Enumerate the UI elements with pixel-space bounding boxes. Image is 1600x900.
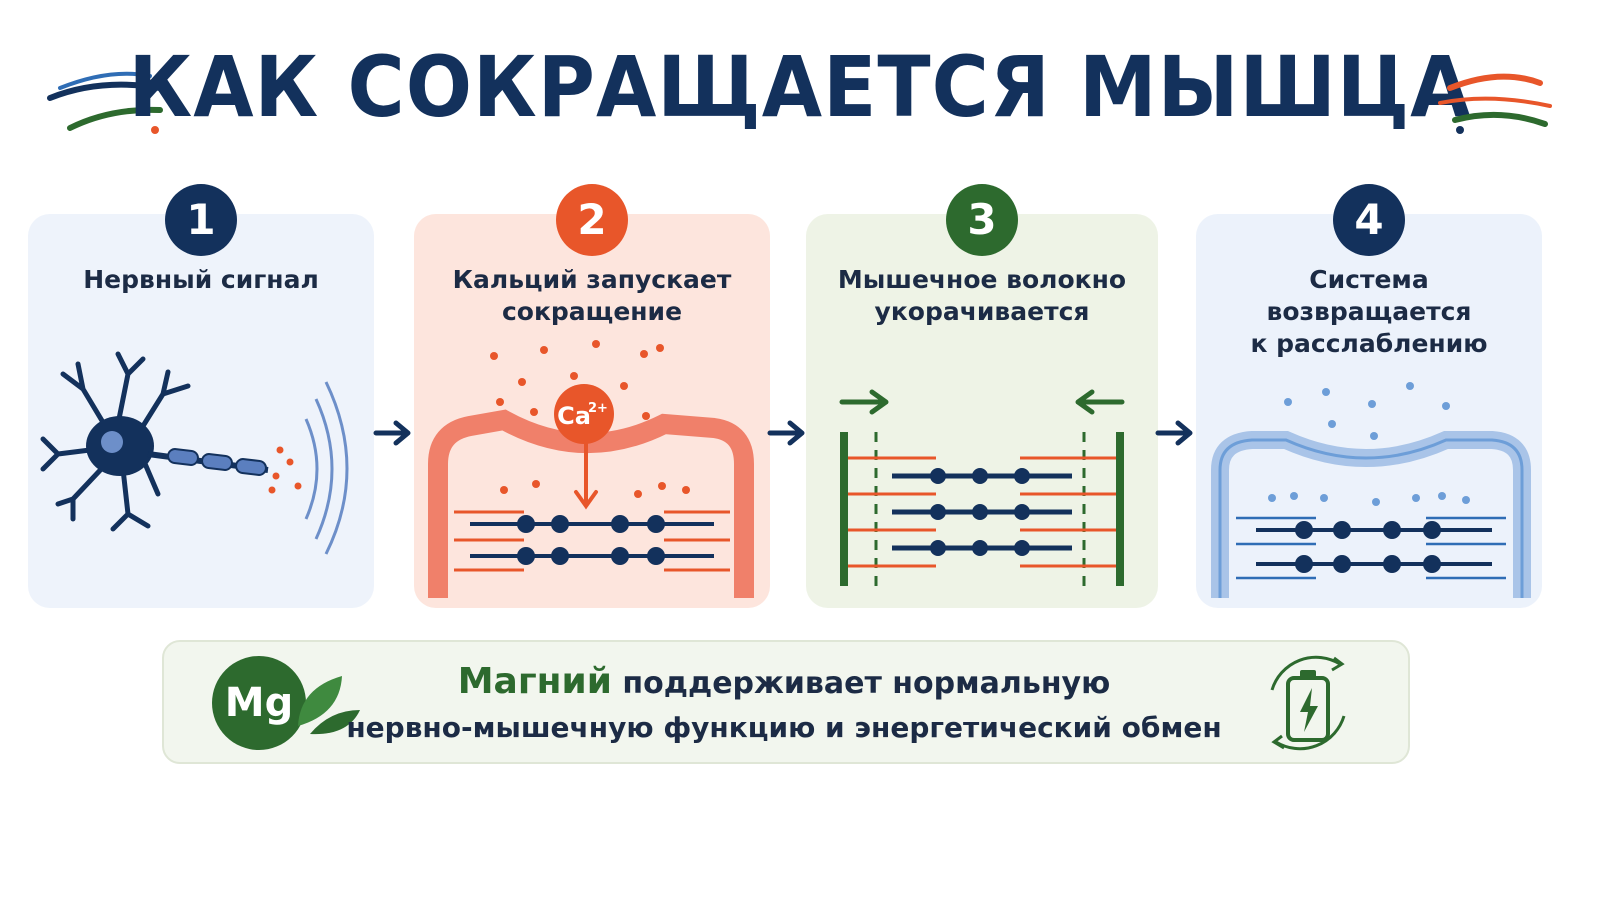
footer-line-1: поддерживает нормальную	[611, 666, 1111, 701]
step-2-badge: 2	[556, 184, 628, 256]
arrow-right-icon	[839, 389, 889, 415]
step-3-panel: 3 Мышечное волокно укорачивается	[806, 184, 1158, 608]
magnesium-statement: Магний поддерживает нормальную нервно-мы…	[334, 660, 1234, 750]
calcium-ion-icon	[554, 384, 614, 444]
relaxation-illustration	[1211, 382, 1531, 598]
step-1-title: Нервный сигнал	[83, 265, 319, 294]
step-4-badge: 4	[1333, 184, 1405, 256]
step-3-title: Мышечное волокно укорачивается	[837, 265, 1127, 326]
step-1-badge: 1	[165, 184, 237, 256]
arrow-left-icon	[1075, 389, 1125, 415]
step-2-title: Кальций запускает сокращение	[452, 265, 732, 326]
leaf-icon	[298, 676, 360, 735]
step-4-panel: 4 Система возвращается к расслаблению	[1196, 184, 1542, 608]
magnesium-badge: Mg	[212, 656, 306, 750]
calcium-charge: 2+	[588, 401, 608, 416]
footer-line-2: нервно-мышечную функцию и энергетический…	[346, 711, 1222, 744]
arrow-right-icon	[373, 420, 411, 446]
magnesium-info-box: Mg Магний поддерживает нормальную нервно…	[162, 640, 1410, 764]
calcium-label: Ca	[557, 402, 591, 430]
step-2-panel: 2 Кальций запускает сокращение Ca 2+	[414, 184, 770, 608]
sarcomere-contraction-illustration	[839, 389, 1125, 586]
arrow-right-icon	[767, 420, 805, 446]
step-4-title: Система возвращается к расслаблению	[1250, 265, 1488, 358]
right-flourish-icon	[1438, 73, 1552, 134]
step-1-panel: 1 Нервный сигнал	[28, 184, 374, 608]
left-flourish-icon	[47, 71, 163, 134]
arrow-right-icon	[1155, 420, 1193, 446]
step-3-badge: 3	[946, 184, 1018, 256]
calcium-release-illustration: Ca 2+	[428, 340, 754, 598]
neuron-icon	[40, 351, 349, 555]
battery-energy-icon	[1270, 655, 1346, 751]
page-title: КАК СОКРАЩАЕТСЯ МЫШЦА	[128, 39, 1472, 137]
magnesium-word: Магний	[457, 661, 612, 702]
